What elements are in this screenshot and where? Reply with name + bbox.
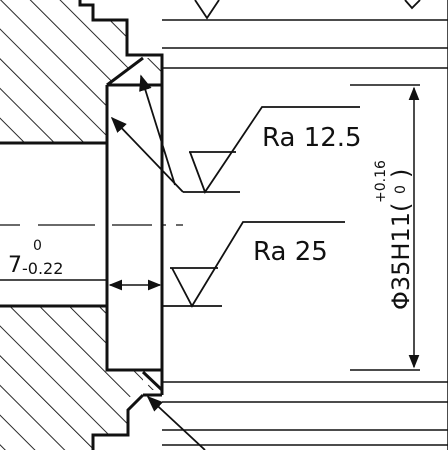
diameter-close-paren: ) [387, 169, 415, 178]
roughness-symbol-upper [110, 74, 360, 194]
width-upper-deviation: 0 [33, 238, 42, 254]
diameter-lower-deviation: 0 [393, 185, 409, 194]
width-lower-deviation: -0.22 [22, 259, 63, 278]
hatched-section-lower [0, 306, 143, 450]
width-dimension [0, 279, 162, 291]
width-tolerance-label: 0 7 -0.22 [8, 238, 63, 278]
part-outline [0, 0, 164, 450]
diameter-tolerance-label: Φ35H11( +0.16 0 ) [373, 160, 415, 310]
roughness-label-lower: Ra 25 [253, 237, 328, 267]
roughness-label-upper: Ra 12.5 [262, 123, 362, 153]
width-value: 7 [8, 253, 22, 278]
diameter-upper-deviation: +0.16 [373, 160, 389, 203]
leader-bottom [146, 395, 206, 450]
hatched-section-upper [0, 0, 143, 143]
bore-lines [162, 0, 448, 450]
roughness-symbol-lower [162, 221, 345, 308]
diameter-value: Φ35H11( [387, 203, 415, 310]
partial-roughness-symbols-top [194, 0, 421, 20]
hatched-chamfer-upper [143, 58, 162, 80]
diameter-dimension [350, 84, 420, 371]
